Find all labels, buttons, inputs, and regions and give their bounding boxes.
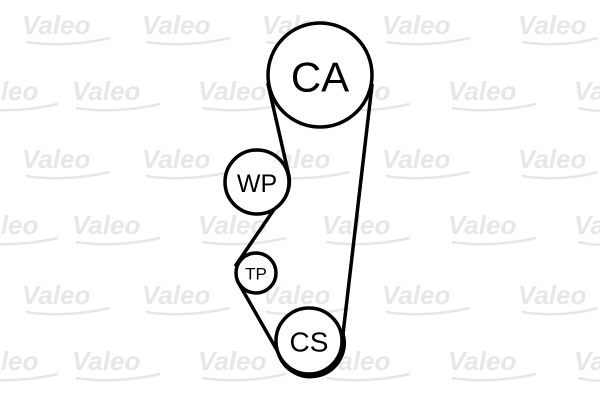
svg-text:Valeo: Valeo <box>142 10 211 40</box>
pulley-ca-circle <box>266 21 374 129</box>
watermark-logo: Valeo <box>574 346 600 382</box>
svg-text:Valeo: Valeo <box>448 210 517 240</box>
svg-text:Valeo: Valeo <box>142 280 211 310</box>
watermark-logo: Valeo <box>72 346 161 382</box>
svg-text:Valeo: Valeo <box>574 76 600 106</box>
svg-text:Valeo: Valeo <box>72 76 141 106</box>
pulley-wp: WP <box>223 148 291 216</box>
svg-text:Valeo: Valeo <box>382 280 451 310</box>
svg-text:Valeo: Valeo <box>382 144 451 174</box>
belt-segment-tp-cs <box>236 280 280 354</box>
watermark-logo: Valeo <box>198 76 287 112</box>
svg-text:Valeo: Valeo <box>72 210 141 240</box>
watermark-logo: Valeo <box>382 280 471 316</box>
watermark-logo: Valeo <box>142 10 231 46</box>
watermark-logo: Valeo <box>518 280 599 316</box>
pulley-ca-label: CA <box>291 54 349 101</box>
svg-text:Valeo: Valeo <box>518 280 587 310</box>
svg-text:Valeo: Valeo <box>0 346 39 376</box>
pulley-wp-label: WP <box>237 170 277 198</box>
pulley-tp-label: TP <box>245 265 267 284</box>
watermark-logo: Valeo <box>72 210 161 246</box>
svg-text:Valeo: Valeo <box>518 144 587 174</box>
svg-text:Valeo: Valeo <box>574 346 600 376</box>
svg-text:Valeo: Valeo <box>22 144 91 174</box>
watermark-logo: Valeo <box>142 280 231 316</box>
svg-text:Valeo: Valeo <box>382 10 451 40</box>
svg-text:Valeo: Valeo <box>448 76 517 106</box>
svg-text:Valeo: Valeo <box>518 10 587 40</box>
svg-text:Valeo: Valeo <box>0 210 39 240</box>
watermark-logo: Valeo <box>0 76 59 112</box>
svg-text:Valeo: Valeo <box>198 346 267 376</box>
pulley-tp-circle <box>234 251 278 295</box>
watermark-logo: Valeo <box>22 10 111 46</box>
watermark-logo: Valeo <box>72 76 161 112</box>
watermark-logo: Valeo <box>448 76 537 112</box>
watermark-logo: Valeo <box>518 10 599 46</box>
watermark-logo: Valeo <box>0 346 59 382</box>
pulley-cs-label: CS <box>290 327 329 358</box>
svg-text:Valeo: Valeo <box>574 210 600 240</box>
watermark-logo: Valeo <box>22 280 111 316</box>
svg-text:Valeo: Valeo <box>22 10 91 40</box>
watermark-logo: Valeo <box>198 346 287 382</box>
belt-segment-ca-wp <box>266 82 291 178</box>
watermark-logo: Valeo <box>574 76 600 112</box>
svg-text:Valeo: Valeo <box>72 346 141 376</box>
pulley-cs: CS <box>274 306 344 376</box>
svg-text:Valeo: Valeo <box>0 76 39 106</box>
belt-segment-wp-tp <box>234 206 277 267</box>
pulley-ca: CA <box>266 21 374 129</box>
watermark-logo: Valeo <box>382 10 471 46</box>
pulley-cs-circle <box>274 306 344 376</box>
watermark-logo: Valeo <box>322 210 411 246</box>
watermark-logo: Valeo <box>448 210 537 246</box>
svg-text:Valeo: Valeo <box>142 144 211 174</box>
watermark-logo: Valeo <box>574 210 600 246</box>
watermark-logo: Valeo <box>22 144 111 180</box>
watermark-logo: Valeo <box>142 144 231 180</box>
watermark-logo: Valeo <box>448 346 537 382</box>
watermark-logo: Valeo <box>198 210 287 246</box>
watermark-logo: Valeo <box>0 210 59 246</box>
belt-segment-ca-cs <box>341 83 374 336</box>
svg-text:Valeo: Valeo <box>448 346 517 376</box>
svg-text:Valeo: Valeo <box>198 76 267 106</box>
pulley-wp-circle <box>223 148 291 216</box>
watermark-logo: Valeo <box>518 144 599 180</box>
watermark-logo: Valeo <box>382 144 471 180</box>
pulley-tp: TP <box>234 251 278 295</box>
svg-text:Valeo: Valeo <box>22 280 91 310</box>
